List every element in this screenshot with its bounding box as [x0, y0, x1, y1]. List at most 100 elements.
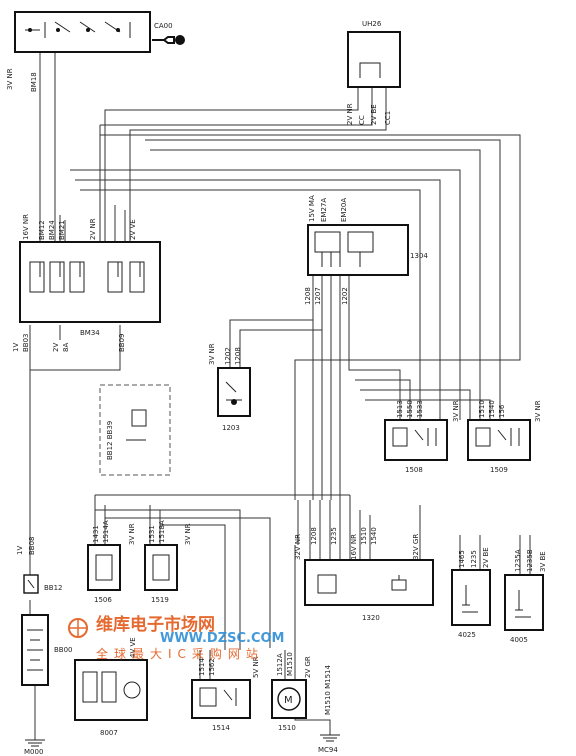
watermark: 维库电子市场网 WWW.DZSC.COM 全球最大IC采购网站: [68, 614, 284, 661]
bsi-module-bm34: BM34 16V NR BM12 BM24 BM21 2V NR 2V VE 1…: [12, 214, 161, 352]
c1514-pin-2: 1562: [208, 658, 216, 676]
c8007-label: 8007: [100, 729, 118, 737]
bsi-code-1: BM12: [38, 220, 46, 240]
c8007-connector: 4V VE: [129, 637, 137, 658]
fan-motor-1510: M 1510 2V GR 1512A M1510: [271, 652, 312, 732]
wires: [29, 50, 531, 740]
switch-1203: 1203 3V NR 1202 1208: [208, 343, 251, 432]
svg-text:M: M: [284, 695, 293, 706]
relay-code-1: EM27A: [320, 198, 328, 222]
relay-pin-1: 1208: [304, 287, 312, 305]
unit-1508: 1508 1513 1550 1533 3V NR: [384, 400, 460, 474]
c4025-connector: 2V BE: [482, 547, 490, 568]
c1203-label: 1203: [222, 424, 240, 432]
ignition-switch-ca00: CA00 3V NR BM18: [6, 11, 185, 92]
c1320-connector-1: 32V NR: [294, 534, 302, 560]
bsi-bottom-1: BB03: [22, 333, 30, 352]
unit-uh26: UH26 2V NR CC 2V BE CC1: [346, 20, 401, 125]
unit-1519: 1519 3V NR 1531 1518A: [144, 520, 192, 604]
sensor-4025: 4025 2V BE 1465 1235: [451, 547, 491, 639]
fuse-bb12: BB12 1V BB08: [16, 536, 63, 594]
ca00-label: CA00: [154, 22, 173, 30]
c1320-connector-2: 16V NR: [350, 534, 358, 560]
dashed-module: BB12 BB39: [99, 384, 171, 476]
c1506-pin-1: 1431: [92, 525, 100, 543]
ground-m000: M000: [24, 739, 45, 756]
uh26-pin-3: CC1: [384, 111, 392, 125]
bsi-connector-3: 2V VE: [129, 219, 137, 240]
c4005-pin-1: 1235A: [514, 549, 522, 572]
uh26-connector: 2V NR: [346, 103, 354, 125]
c1506-label: 1506: [94, 596, 112, 604]
uh26-pin-1: CC: [358, 115, 366, 125]
c1320-pin-4: 1540: [370, 527, 378, 545]
c1514-connector: 5V NR: [252, 656, 260, 678]
c1510-pin-1: 1512A: [276, 653, 284, 676]
uh26-label: UH26: [362, 20, 382, 28]
c1510-label: 1510: [278, 724, 296, 732]
bb12-connector: 1V: [16, 546, 24, 555]
relay-pin-3: 1202: [341, 287, 349, 305]
c1506-connector: 3V NR: [128, 523, 136, 545]
watermark-line-2: WWW.DZSC.COM: [160, 631, 284, 646]
c1203-connector: 3V NR: [208, 343, 216, 365]
bsi-code-2: BM24: [48, 220, 56, 240]
unit-1514: 1514 5V NR 1514 1562: [191, 656, 260, 732]
mc94-wire: M1510 M1514: [324, 665, 332, 715]
c1508-connector: 3V NR: [452, 400, 460, 422]
c1519-label: 1519: [151, 596, 169, 604]
c1508-label: 1508: [405, 466, 423, 474]
relay-1304: 1304 15V MA EM27A EM20A 1208 1207 1202: [304, 195, 428, 305]
c1519-pin-2: 1518A: [158, 520, 166, 543]
c1320-pin-2: 1235: [330, 527, 338, 545]
c1320-pin-3: 1510: [360, 527, 368, 545]
bb00-label: BB00: [54, 646, 73, 654]
ecu-1320: 1320 32V NR 16V NR 32V GR 1208 1235 1510…: [294, 527, 434, 622]
m000-label: M000: [24, 748, 43, 756]
unit-8007: 8007 4V VE: [74, 637, 148, 737]
c1508-pin-1: 1513: [396, 400, 404, 418]
ground-mc94: MC94 M1510 M1514: [318, 665, 340, 754]
mc94-label: MC94: [318, 746, 338, 754]
c1203-pin-2: 1208: [234, 347, 242, 365]
unit-1509: 1509 1510 1540 156 3V NR: [467, 400, 542, 474]
key-icon: [152, 36, 175, 44]
c1509-connector: 3V NR: [534, 400, 542, 422]
ca00-wire: BM18: [30, 72, 38, 92]
sensor-4005: 4005 3V BE 1235A 1235B: [504, 549, 547, 644]
uh26-pin-2: 2V BE: [370, 104, 378, 125]
c1509-label: 1509: [490, 466, 508, 474]
c4025-label: 4025: [458, 631, 476, 639]
ca00-connector: 3V NR: [6, 68, 14, 90]
c1519-connector: 3V NR: [184, 523, 192, 545]
c1519-pin-1: 1531: [148, 525, 156, 543]
c1508-pin-3: 1533: [416, 400, 424, 418]
c4025-pin-2: 1235: [470, 550, 478, 568]
bb12-label: BB12: [44, 584, 63, 592]
c1320-connector-3: 32V GR: [412, 534, 420, 560]
bsi-label: BM34: [80, 329, 100, 337]
relay-connector: 15V MA: [308, 195, 316, 222]
relay-code-2: EM20A: [340, 198, 348, 222]
bsi-code-3: BM21: [58, 220, 66, 240]
bsi-bottom-2: BB09: [118, 333, 126, 352]
bsi-pin-2: 2V: [52, 343, 60, 352]
c4005-pin-2: 1235B: [526, 549, 534, 572]
c1514-pin-1: 1514: [198, 658, 206, 676]
bb12-wire: BB08: [28, 536, 36, 555]
c1203-pin-1: 1202: [224, 347, 232, 365]
relay-pin-2: 1207: [314, 287, 322, 305]
c1509-pin-2: 1540: [488, 400, 496, 418]
c4005-connector: 3V BE: [539, 551, 547, 572]
motor-icon: [277, 687, 301, 711]
c4005-label: 4005: [510, 636, 528, 644]
watermark-line-3: 全球最大IC采购网站: [96, 646, 264, 661]
watermark-line-1: 维库电子市场网: [96, 614, 215, 635]
c1509-pin-3: 156: [498, 404, 506, 418]
c1509-pin-1: 1510: [478, 400, 486, 418]
bsi-pin-3: 8A: [62, 343, 70, 352]
c4025-pin-1: 1465: [458, 550, 466, 568]
c1514-label: 1514: [212, 724, 230, 732]
bsi-connector-top: 16V NR: [22, 214, 30, 240]
